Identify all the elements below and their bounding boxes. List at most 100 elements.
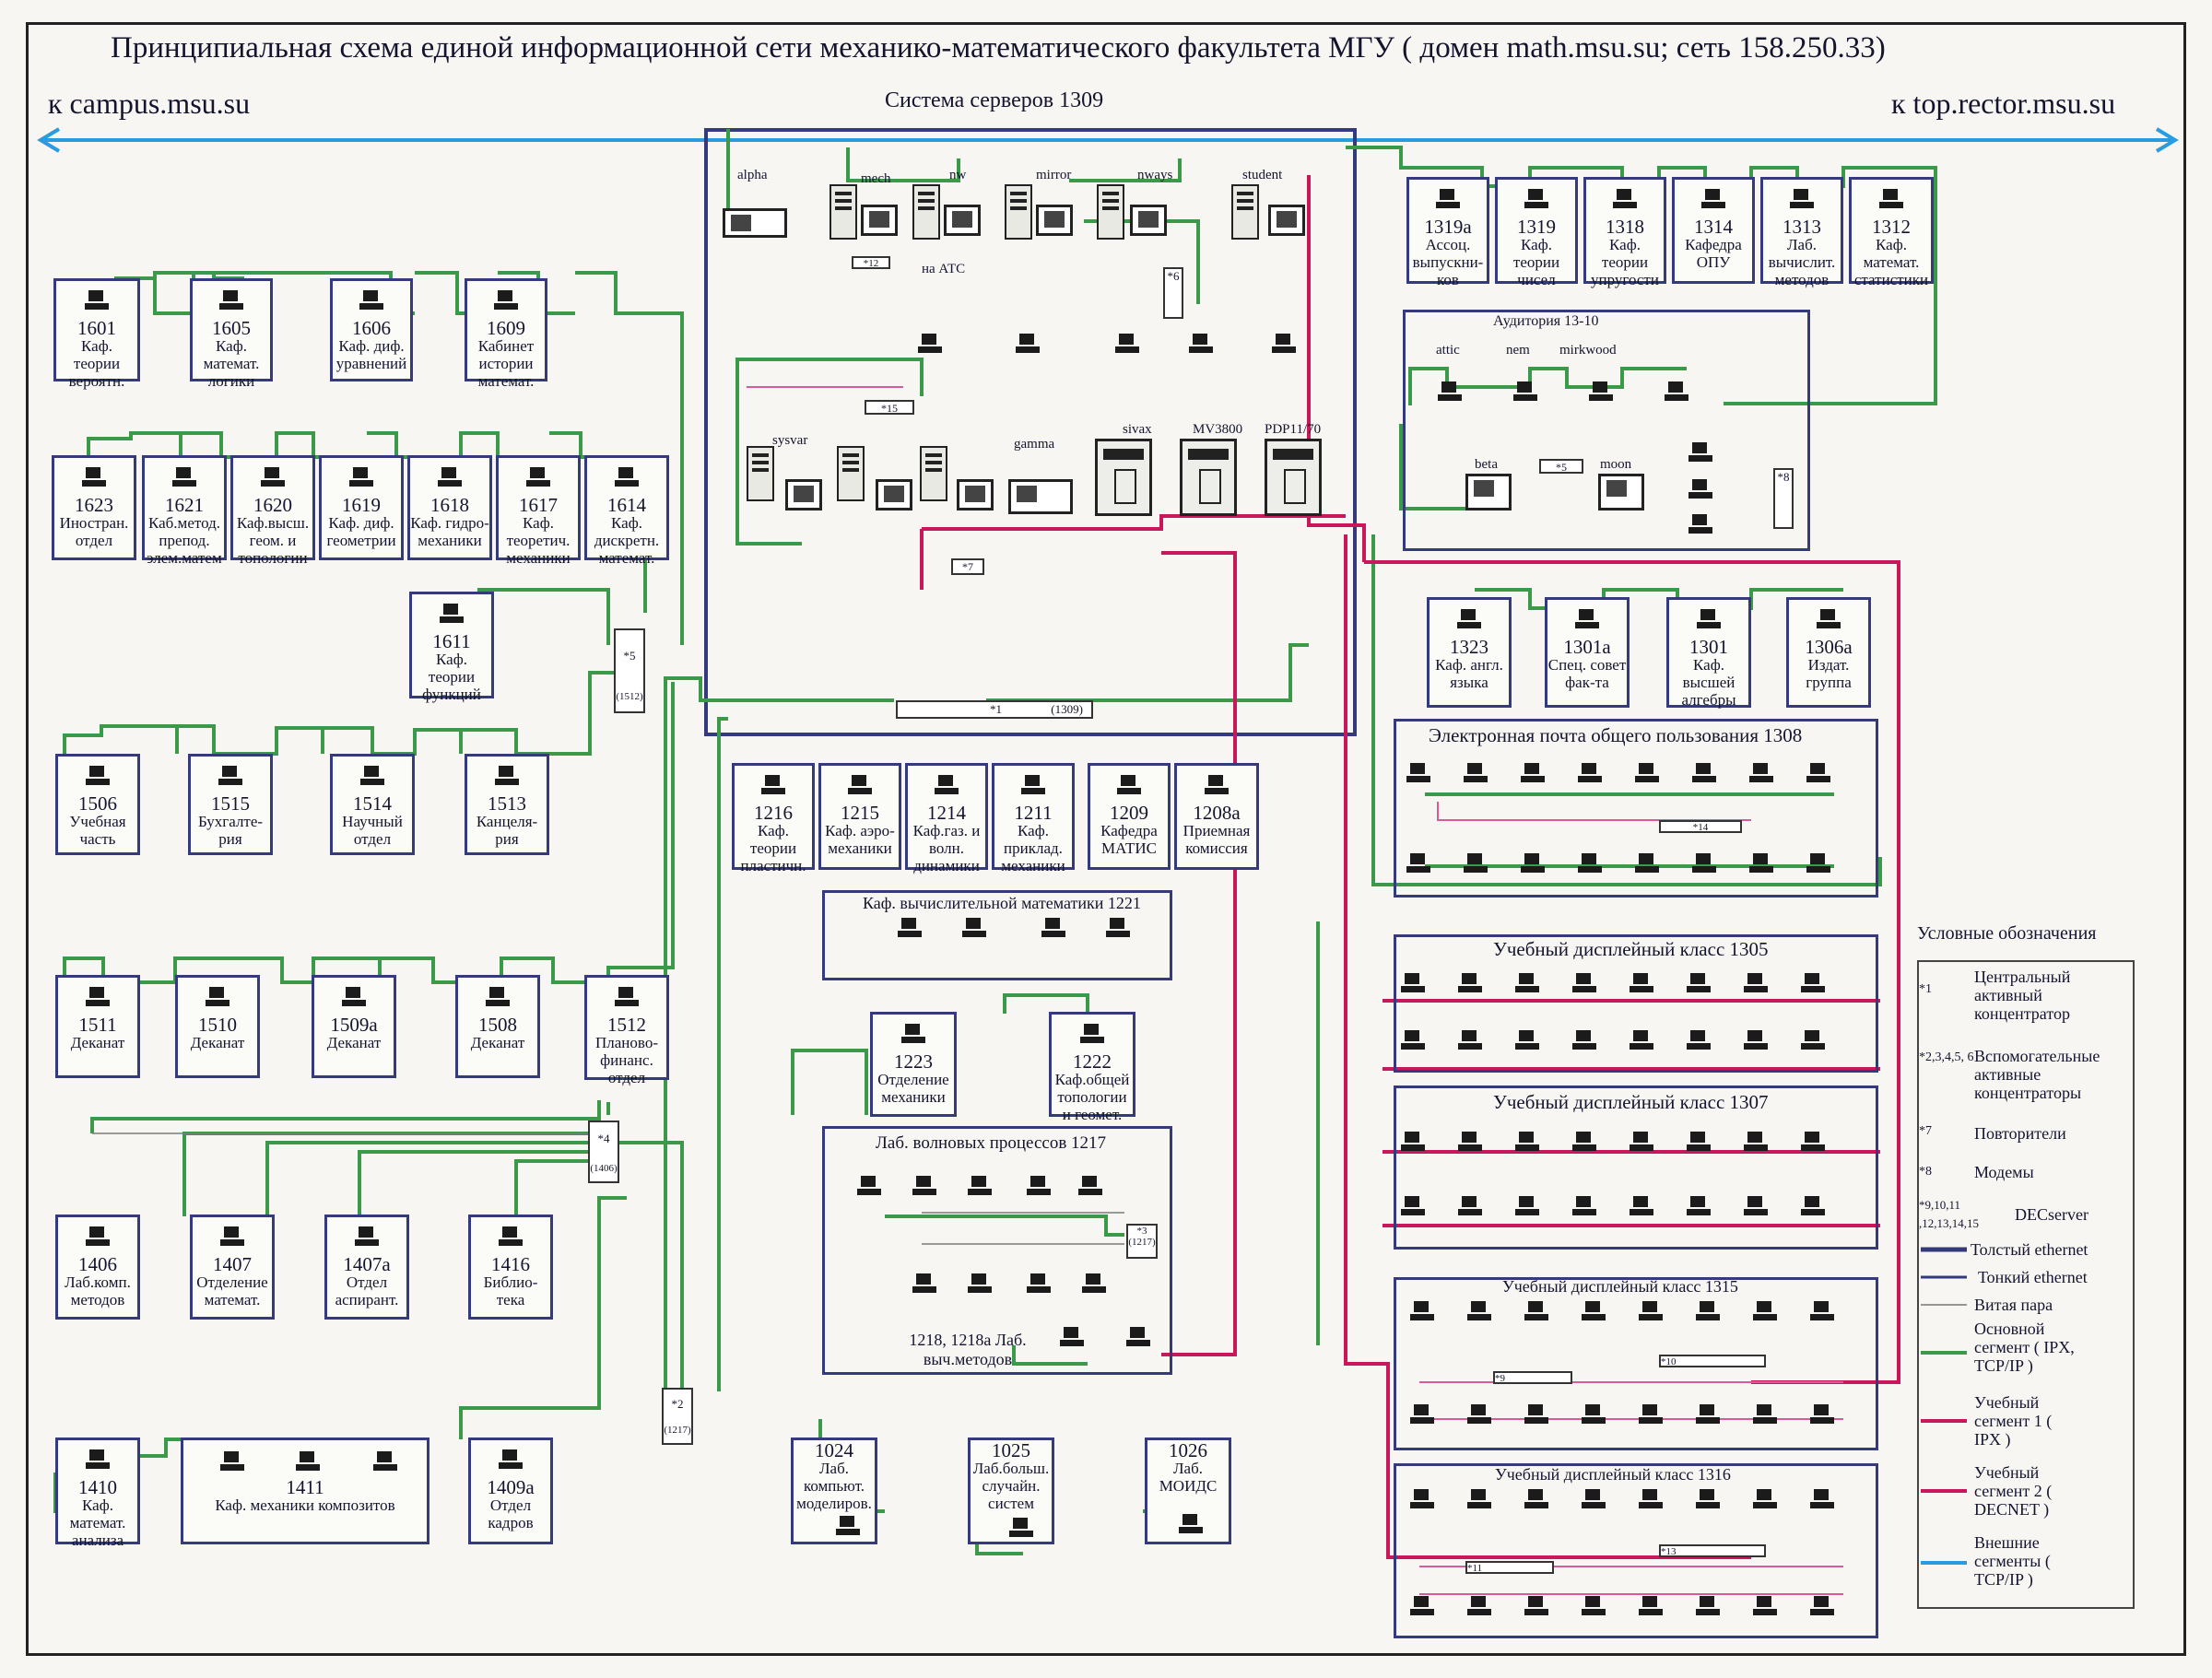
terminal-icon: [1515, 973, 1539, 993]
terminal-icon: [1572, 1196, 1596, 1216]
workstation-icon: [206, 987, 229, 1007]
workstation-icon: [1524, 189, 1548, 209]
central-hub: *1 (1309): [896, 700, 1093, 719]
workstation-icon: [1817, 609, 1841, 629]
room-label: Каф. математ. логики: [203, 337, 260, 390]
server-room-frame: [704, 128, 1357, 736]
server-label: MV3800: [1193, 422, 1243, 437]
legend-text: Основной сегмент ( IPX, TCP/IP ): [1974, 1320, 2075, 1375]
workstation-icon: [1189, 334, 1213, 354]
monitor-icon: [876, 479, 912, 510]
workstation-icon: [615, 987, 639, 1007]
server-gamma-icon: [1008, 479, 1073, 514]
room-label: Деканат: [326, 1034, 382, 1051]
room-label: Каф. дискретн. математ.: [594, 514, 660, 567]
terminal-icon: [1467, 1489, 1491, 1509]
hub-5-auditorium: *5: [1539, 459, 1583, 474]
room-label: Каф. математ. статистики: [1853, 236, 1929, 288]
room-label: Каф. англ. языка: [1435, 656, 1503, 691]
room-label: Каф.газ. и волн. динамики: [912, 822, 981, 874]
terminal-icon: [1401, 973, 1425, 993]
host-beta-icon: [1465, 474, 1512, 510]
host-label: attic: [1436, 343, 1460, 358]
room-label: Каф. диф. геометрии: [326, 514, 396, 549]
terminal-icon: [1410, 1404, 1434, 1425]
terminal-icon: [1515, 1132, 1539, 1152]
workstation-icon: [898, 918, 922, 938]
terminal-icon: [1744, 973, 1768, 993]
monitor-icon: [1130, 205, 1167, 236]
workstation-icon: [1082, 1273, 1106, 1294]
terminal-icon: [1521, 853, 1545, 874]
hub-5: *5(1512): [614, 628, 645, 713]
terminal-icon: [1687, 973, 1711, 993]
hub-4-room: (1406): [590, 1163, 618, 1174]
server-label: sivax: [1123, 422, 1152, 437]
room-label: Учебная часть: [69, 813, 126, 848]
legend-text: Учебный сегмент 2 ( DECNET ): [1974, 1463, 2053, 1519]
workstation-icon: [1697, 609, 1721, 629]
server-label: alpha: [737, 168, 768, 182]
room-label: Каф. теории вероятн.: [68, 337, 125, 390]
room-label: Лаб. компьют. моделиров.: [796, 1460, 872, 1512]
central-hub-room: (1309): [1051, 702, 1083, 716]
room-label: Каф. диф. уравнений: [335, 337, 407, 372]
hub-2: *2(1217): [662, 1388, 693, 1445]
server-sivax-icon: [1095, 439, 1152, 516]
terminal-icon: [1401, 1132, 1425, 1152]
terminal-icon: [1458, 1132, 1482, 1152]
room-label: Каф. математ. анализа: [69, 1496, 126, 1549]
panel-1308: [1394, 719, 1878, 898]
terminal-icon: [1467, 1596, 1491, 1616]
